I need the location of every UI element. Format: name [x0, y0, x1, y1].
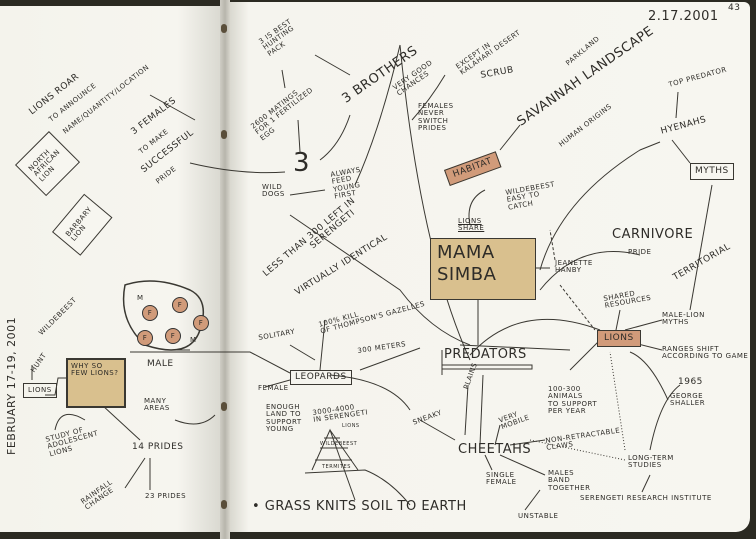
node-leopards: LEOPARDS	[290, 370, 352, 386]
note-many-areas: MANY AREAS	[144, 397, 170, 413]
pride-female: F	[142, 305, 158, 321]
node-mama-simba: MAMA SIMBA	[430, 238, 536, 300]
note-male-lion-myths: MALE-LION MYTHS	[662, 311, 705, 327]
note-jeanette-hanby: JEANETTE HANBY	[555, 259, 593, 275]
note-single-female: SINGLE FEMALE	[486, 471, 517, 487]
note-ranges-shift: RANGES SHIFT ACCORDING TO GAME	[662, 345, 749, 361]
pride-female: F	[172, 297, 188, 313]
note-carnivore: CARNIVORE	[612, 227, 694, 242]
note-female: FEMALE	[258, 384, 289, 392]
note-lions-share: LIONS SHARE	[458, 217, 485, 233]
note-pride-right: PRIDE	[628, 248, 652, 256]
note-100-300-animals: 100-300 ANIMALS TO SUPPORT PER YEAR	[548, 385, 598, 416]
page-number: 43	[728, 3, 741, 13]
binding-hole	[221, 500, 227, 509]
left-notebook-page	[0, 6, 222, 532]
pride-label: M	[190, 336, 197, 344]
node-why-so-few-lions: WHY SO FEW LIONS?	[66, 358, 126, 408]
note-14-prides: 14 PRIDES	[132, 442, 184, 452]
note-always-feed: ALWAYS FEED YOUNG FIRST	[329, 165, 362, 201]
notebook-spine	[220, 0, 230, 539]
pride-label: M	[137, 294, 144, 302]
node-myths: MYTHS	[690, 163, 734, 181]
note-serengeti-research: SERENGETI RESEARCH INSTITUTE	[580, 494, 712, 502]
node-predators: PREDATORS	[444, 347, 527, 362]
note-1965: 1965	[678, 377, 703, 387]
node-cheetahs: CHEETAHS	[458, 442, 532, 457]
note-male: MALE	[147, 359, 174, 369]
note-grass-knits-soil: • GRASS KNITS SOIL TO EARTH	[252, 499, 467, 514]
pyramid-termites: TERMITES	[322, 464, 351, 470]
pride-female: F	[193, 315, 209, 331]
left-page-date: FEBRUARY 17-19, 2001	[5, 316, 18, 455]
note-23-prides: 23 PRIDES	[145, 492, 187, 500]
pride-female: F	[165, 328, 181, 344]
node-three: 3	[293, 148, 311, 178]
node-lions: LIONS	[597, 330, 641, 348]
note-unstable: UNSTABLE	[518, 512, 559, 520]
node-lions-left: LIONS	[23, 383, 57, 399]
binding-hole	[221, 402, 227, 411]
page-date: 2.17.2001	[648, 9, 719, 24]
pyramid-wildebeest: WILDEBEEST	[320, 441, 358, 447]
binding-hole	[221, 130, 227, 139]
pride-female: F	[137, 330, 153, 346]
note-george-shaller: GEORGE SHALLER	[670, 392, 706, 408]
note-enough-land: ENOUGH LAND TO SUPPORT YOUNG	[266, 403, 302, 434]
binding-hole	[221, 24, 227, 33]
note-wild-dogs: WILD DOGS	[262, 183, 285, 199]
note-males-band-together: MALES BAND TOGETHER	[548, 469, 591, 492]
pyramid-lions: LIONS	[342, 423, 360, 429]
note-long-term-studies: LONG-TERM STUDIES	[628, 454, 674, 470]
note-females-never-switch: FEMALES NEVER SWITCH PRIDES	[418, 102, 454, 133]
